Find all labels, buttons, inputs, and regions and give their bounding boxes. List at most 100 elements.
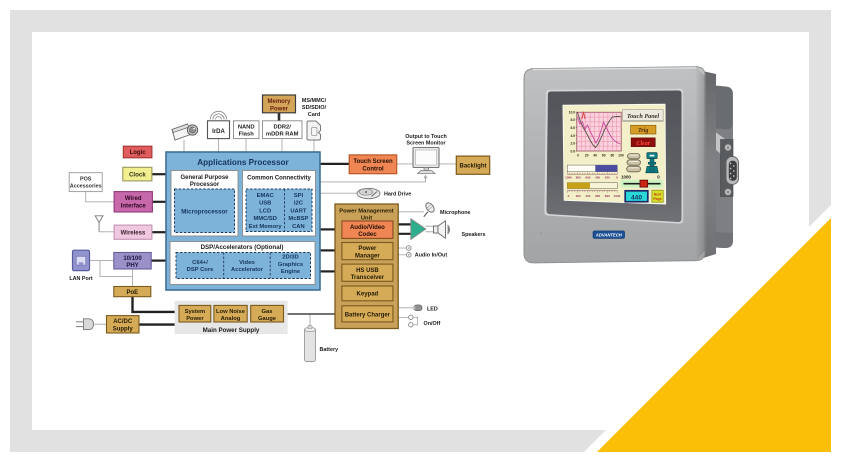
svg-text:Memory: Memory: [267, 99, 291, 105]
svg-text:1000: 1000: [621, 175, 631, 180]
svg-text:NAND: NAND: [238, 125, 255, 131]
svg-text:440: 440: [631, 194, 642, 201]
svg-text:I2C: I2C: [294, 201, 304, 207]
svg-text:0: 0: [657, 175, 660, 180]
svg-text:20: 20: [585, 154, 589, 158]
svg-text:Hard Drive: Hard Drive: [384, 192, 411, 198]
svg-text:SD/SDIO/: SD/SDIO/: [302, 105, 327, 111]
svg-text:McBSP: McBSP: [288, 216, 308, 222]
svg-text:C64+/: C64+/: [192, 260, 208, 266]
svg-text:UART: UART: [290, 208, 307, 214]
svg-text:HS USB: HS USB: [356, 268, 379, 274]
svg-text:Codec: Codec: [358, 232, 377, 238]
svg-text:Interface: Interface: [121, 203, 147, 209]
svg-text:Processor: Processor: [190, 182, 220, 188]
svg-text:Analog: Analog: [221, 316, 241, 322]
svg-text:PoE: PoE: [126, 290, 138, 296]
svg-text:USB: USB: [259, 201, 271, 207]
svg-text:Accelerator: Accelerator: [231, 267, 264, 273]
svg-text:Output to Touch: Output to Touch: [405, 134, 447, 140]
svg-text:DSP/Accelerators (Optional): DSP/Accelerators (Optional): [201, 244, 284, 251]
svg-text:DSP Core: DSP Core: [187, 267, 214, 273]
svg-text:Main Power Supply: Main Power Supply: [203, 327, 260, 334]
svg-text:Touch Screen: Touch Screen: [353, 159, 393, 165]
svg-text:1000: 1000: [614, 194, 621, 198]
svg-text:Power Management: Power Management: [339, 209, 394, 215]
svg-text:Audio In/Out: Audio In/Out: [415, 252, 448, 258]
svg-text:Battery Charger: Battery Charger: [345, 312, 391, 318]
svg-text:Video: Video: [239, 260, 255, 266]
svg-text:DDR2/: DDR2/: [273, 125, 291, 131]
svg-text:40: 40: [593, 154, 597, 158]
svg-text:80: 80: [611, 154, 615, 158]
svg-text:CAN: CAN: [292, 224, 305, 230]
svg-text:LAN Port: LAN Port: [69, 276, 93, 282]
svg-text:Manager: Manager: [355, 253, 380, 259]
svg-text:2D/3D: 2D/3D: [282, 255, 298, 261]
svg-text:Supply: Supply: [113, 327, 134, 333]
svg-text:800: 800: [605, 194, 610, 198]
svg-text:1000: 1000: [565, 175, 572, 179]
svg-text:mDDR RAM: mDDR RAM: [266, 132, 299, 138]
svg-text:PHY: PHY: [126, 263, 138, 269]
svg-text:0.0: 0.0: [570, 150, 575, 154]
svg-text:Keypad: Keypad: [357, 292, 379, 298]
svg-text:600: 600: [585, 175, 590, 179]
svg-text:Audio/Video: Audio/Video: [350, 225, 385, 231]
svg-text:Accessories: Accessories: [70, 183, 102, 189]
svg-text:Gas: Gas: [262, 309, 273, 315]
svg-text:100: 100: [618, 154, 624, 158]
svg-text:Card: Card: [308, 112, 321, 118]
svg-text:400: 400: [585, 194, 590, 198]
svg-text:MMC/SD: MMC/SD: [253, 216, 277, 222]
svg-text:Power: Power: [270, 106, 289, 112]
svg-text:0: 0: [616, 175, 618, 179]
svg-text:AC/DC: AC/DC: [113, 319, 133, 325]
svg-text:Microprocessor: Microprocessor: [181, 209, 228, 216]
svg-text:0: 0: [568, 194, 570, 198]
svg-text:Low Noise: Low Noise: [216, 309, 246, 315]
svg-text:60: 60: [602, 154, 606, 158]
svg-text:Backlight: Backlight: [459, 164, 486, 170]
svg-text:6.0: 6.0: [570, 126, 575, 130]
svg-text:400: 400: [595, 175, 600, 179]
svg-text:4.0: 4.0: [570, 134, 575, 138]
svg-text:Clock: Clock: [129, 171, 146, 178]
svg-text:Applications Processor: Applications Processor: [197, 158, 289, 167]
svg-text:10.0: 10.0: [569, 110, 576, 114]
svg-text:Logic: Logic: [130, 150, 147, 156]
svg-text:800: 800: [576, 175, 581, 179]
svg-text:8.0: 8.0: [570, 118, 575, 122]
svg-text:SPI: SPI: [294, 193, 304, 199]
svg-text:Next: Next: [654, 193, 662, 197]
svg-text:Gauge: Gauge: [258, 316, 277, 322]
svg-text:Control: Control: [362, 166, 384, 172]
svg-text:System: System: [185, 309, 206, 315]
svg-text:Graphics: Graphics: [278, 262, 303, 268]
svg-text:LCD: LCD: [259, 208, 271, 214]
svg-text:10/100: 10/100: [123, 256, 142, 262]
svg-text:IrDA: IrDA: [212, 129, 225, 135]
svg-text:Clear: Clear: [636, 141, 650, 147]
svg-text:On/Off: On/Off: [424, 321, 441, 327]
svg-text:200: 200: [605, 175, 610, 179]
svg-text:Battery: Battery: [320, 347, 339, 353]
svg-text:Wired: Wired: [125, 196, 142, 202]
svg-text:Transceiver: Transceiver: [351, 275, 385, 281]
svg-text:Ext Memory: Ext Memory: [249, 224, 283, 230]
svg-text:MS/MMC/: MS/MMC/: [302, 98, 327, 104]
svg-text:Power: Power: [186, 316, 204, 322]
svg-text:LED: LED: [427, 306, 438, 312]
svg-text:Wireless: Wireless: [121, 231, 146, 237]
svg-text:Page: Page: [653, 197, 661, 201]
svg-text:Power: Power: [358, 246, 377, 252]
svg-text:Trig: Trig: [638, 128, 648, 134]
svg-text:ADVANTECH: ADVANTECH: [595, 232, 623, 237]
svg-text:General Purpose: General Purpose: [180, 175, 229, 181]
svg-text:POS: POS: [80, 177, 92, 183]
svg-text:Common Connectivity: Common Connectivity: [247, 175, 311, 181]
svg-text:Unit: Unit: [361, 216, 372, 222]
svg-text:Speakers: Speakers: [462, 232, 486, 238]
svg-text:Engine: Engine: [281, 269, 301, 275]
svg-text:0: 0: [577, 154, 579, 158]
